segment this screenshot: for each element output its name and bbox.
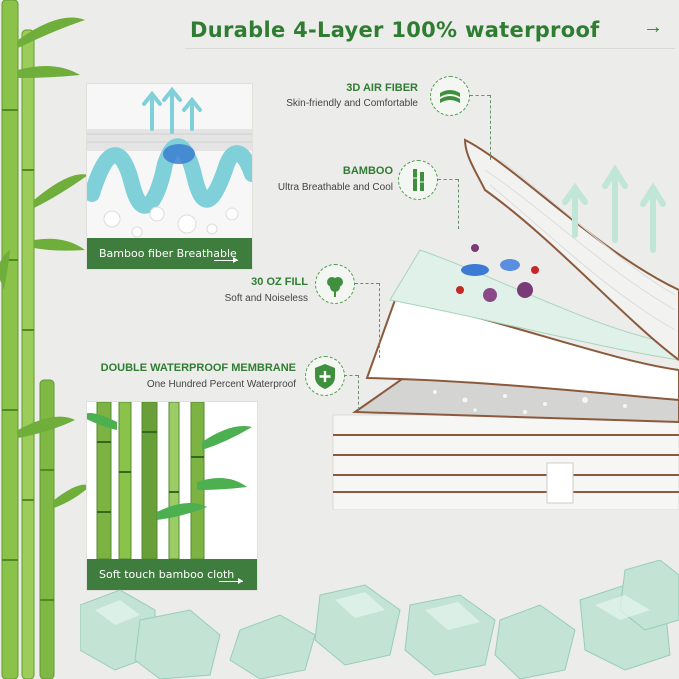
leader-line-air-fiber-v [490,95,491,160]
fabric-layers-icon [430,76,470,116]
fiber-illustration [87,84,252,238]
leader-line-bamboo-v [458,179,459,229]
feature-membrane-desc: One Hundred Percent Waterproof [146,379,296,390]
leader-line-fill-v [379,283,380,358]
bamboo-stalks-decoration [0,0,90,679]
leader-line-membrane-v [358,375,359,410]
bamboo-photo-card: Soft touch bamboo cloth [87,402,257,590]
header-divider [185,48,675,49]
feature-air-fiber-desc: Skin-friendly and Comfortable [286,98,418,109]
caption-arrow-icon [219,578,243,584]
fiber-card-caption: Bamboo fiber Breathable [87,238,252,269]
leader-line-air-fiber [470,95,490,96]
page-title: Durable 4-Layer 100% waterproof [190,18,600,42]
bamboo-caption-text: Soft touch bamboo cloth [99,568,235,581]
feature-fill-desc: Soft and Noiseless [224,293,308,304]
mattress-layers-illustration [332,138,679,510]
feature-membrane-title: DOUBLE WATERPROOF MEMBRANE [100,362,296,374]
feature-air-fiber-title: 3D AIR FIBER [346,82,418,94]
fiber-photo-card: Bamboo fiber Breathable [87,84,252,269]
fiber-caption-text: Bamboo fiber Breathable [99,247,237,260]
arrow-right-icon: → [643,16,663,38]
bamboo-card-caption: Soft touch bamboo cloth [87,559,257,590]
feature-bamboo-desc: Ultra Breathable and Cool [277,182,393,193]
bamboo-photo [87,402,257,560]
feature-fill-title: 30 OZ FILL [251,276,308,288]
shield-plus-icon [305,356,345,396]
leader-line-fill [355,283,379,284]
leader-line-bamboo [438,179,458,180]
cotton-icon [315,264,355,304]
caption-arrow-icon [214,257,238,263]
feature-bamboo-title: BAMBOO [342,165,393,177]
ice-cubes-decoration [80,560,679,679]
bamboo-icon [398,160,438,200]
leader-line-membrane [344,375,358,376]
